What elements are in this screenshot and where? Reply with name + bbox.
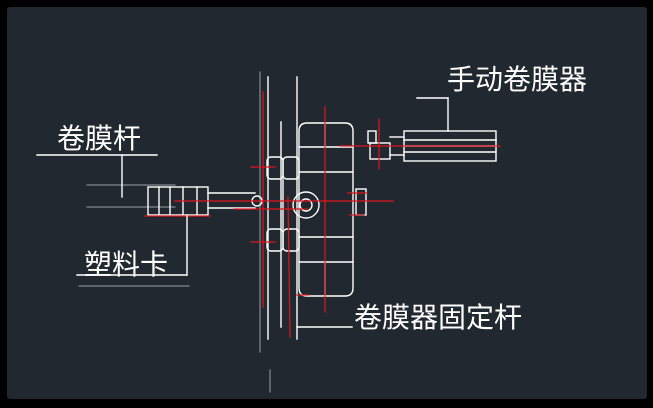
post-pulleys [266, 156, 300, 252]
leader-lines [36, 97, 449, 276]
center-lines [144, 91, 501, 338]
cad-diagram [36, 71, 501, 393]
label-roll-bar: 卷膜杆 [57, 122, 142, 155]
label-plastic-clip: 塑料卡 [84, 248, 169, 281]
label-manual-roller: 手动卷膜器 [447, 63, 588, 96]
construction-lines [78, 71, 271, 393]
roller-fixing-bar-post [267, 76, 353, 340]
cad-drawing-canvas: 手动卷膜器 卷膜杆 塑料卡 卷膜器固定杆 [7, 7, 647, 399]
label-roller-fixing-bar: 卷膜器固定杆 [354, 301, 523, 334]
